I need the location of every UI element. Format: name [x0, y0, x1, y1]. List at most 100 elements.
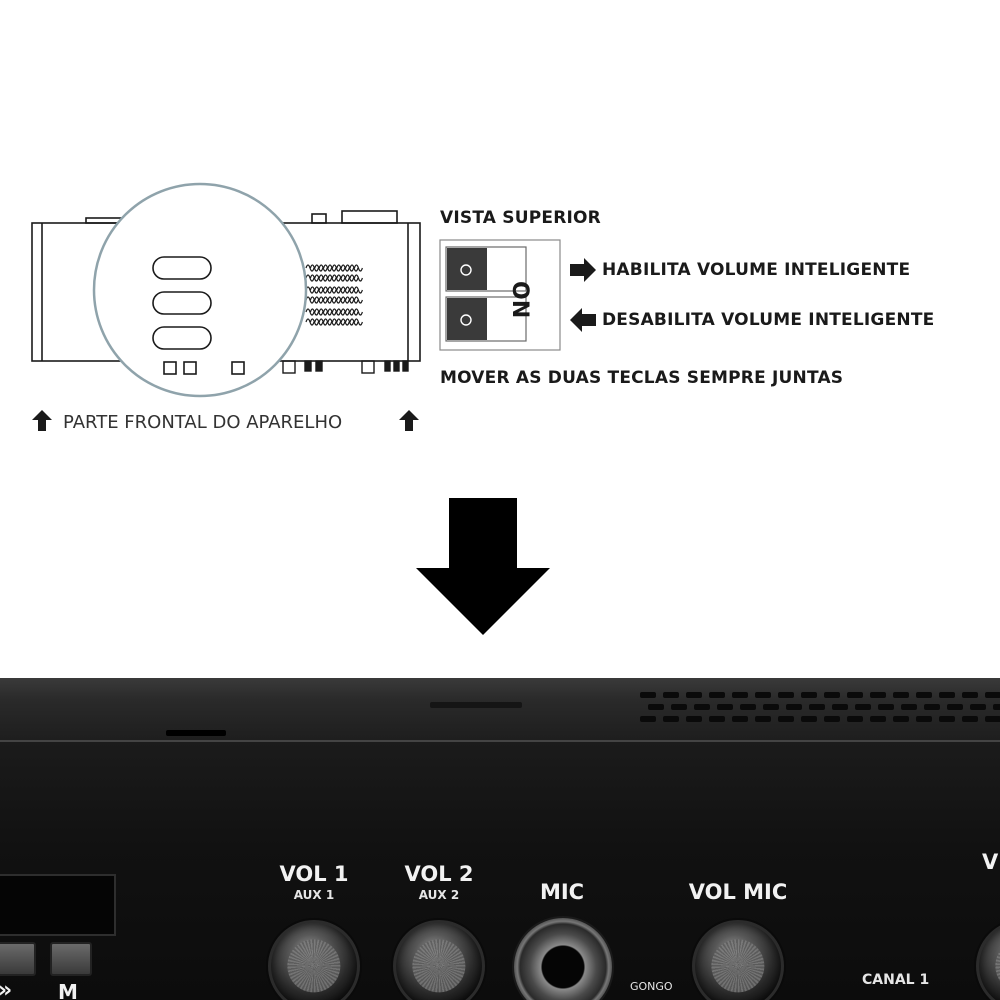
top-vent-slot: [801, 692, 817, 698]
vent-slot: [331, 264, 341, 272]
top-vent-slot: [870, 716, 886, 722]
up-arrow-right-icon: [399, 410, 419, 431]
vent-slot: [336, 264, 346, 272]
vent-slot: [336, 274, 346, 282]
vent-slot: [314, 286, 324, 294]
dip-switch-block: [439, 239, 561, 351]
vent-slot: [327, 274, 337, 282]
partial-knob[interactable]: [976, 920, 1000, 1000]
top-vent-slot: [832, 704, 848, 710]
rear-panel-diagram: [31, 182, 596, 431]
vent-slot: [318, 296, 328, 304]
magnifier-lens: [92, 182, 308, 398]
amplifier-front-panel: » M VOL 1 AUX 1 VOL 2 AUX 2 MIC GONGO VO…: [0, 678, 1000, 1000]
vent-slot: [314, 308, 324, 316]
top-vent-slot: [962, 716, 978, 722]
top-vent-slot: [985, 716, 1000, 722]
vent-slot: [318, 286, 328, 294]
vent-slot: [309, 318, 319, 326]
top-vent-slot: [916, 716, 932, 722]
top-vent-slot: [870, 692, 886, 698]
lcd-display: [0, 874, 116, 936]
instruction-label: MOVER AS DUAS TECLAS SEMPRE JUNTAS: [440, 368, 844, 388]
top-vent-slot: [924, 704, 940, 710]
top-vent-slot: [847, 692, 863, 698]
vent-slot: [318, 264, 328, 272]
vent-slot: [336, 296, 346, 304]
vol1-label: VOL 1: [279, 862, 349, 886]
vent-slot: [345, 318, 355, 326]
mode-button[interactable]: [50, 942, 92, 976]
vent-slot: [323, 296, 333, 304]
vent-slot: [349, 318, 359, 326]
top-vent-slot: [824, 692, 840, 698]
vent-slot: [340, 296, 350, 304]
vent-slot: [353, 274, 363, 282]
top-vent-slot: [686, 716, 702, 722]
top-seam: [166, 730, 226, 736]
enable-arrow-icon: [570, 258, 596, 282]
vent-slot: [309, 296, 319, 304]
vent-slot: [345, 296, 355, 304]
vent-slot: [349, 308, 359, 316]
top-vent-slot: [947, 704, 963, 710]
vent-slot: [314, 264, 324, 272]
top-vent-slot: [648, 704, 664, 710]
rear-connectors: [282, 360, 409, 374]
top-vent-slot: [993, 704, 1000, 710]
vent-slot: [309, 274, 319, 282]
top-vent-slot: [717, 704, 733, 710]
vent-slot: [349, 274, 359, 282]
vent-slot: [331, 286, 341, 294]
vent-slot: [353, 318, 363, 326]
vent-slot: [345, 308, 355, 316]
partial-vol-label: V: [982, 850, 999, 874]
top-vent-slot: [939, 716, 955, 722]
up-arrow-left-icon: [32, 410, 52, 431]
vent-slot: [331, 318, 341, 326]
top-vent-small: [430, 702, 522, 708]
top-vent-slot: [755, 692, 771, 698]
vent-slot: [336, 286, 346, 294]
top-vent-slot: [778, 692, 794, 698]
vent-slot: [336, 318, 346, 326]
vent-slot: [340, 264, 350, 272]
vent-slot: [323, 308, 333, 316]
top-vent-slot: [740, 704, 756, 710]
vent-slot: [327, 264, 337, 272]
top-vent-slot: [709, 716, 725, 722]
top-vent-slot: [901, 704, 917, 710]
vent-slot: [305, 264, 315, 272]
vent-slot: [318, 318, 328, 326]
vent-slot: [318, 308, 328, 316]
vol1-knob[interactable]: [268, 920, 360, 1000]
vent-slot: [327, 286, 337, 294]
vent-slot: [305, 318, 315, 326]
top-vent-slot: [970, 704, 986, 710]
vent-slot: [353, 264, 363, 272]
top-vent-slot: [671, 704, 687, 710]
vent-slot: [309, 308, 319, 316]
fast-forward-button[interactable]: [0, 942, 36, 976]
top-vent-slot: [694, 704, 710, 710]
vol2-knob[interactable]: [393, 920, 485, 1000]
top-vent-slot: [801, 716, 817, 722]
vol2-label: VOL 2: [404, 862, 474, 886]
mode-button-label: M: [58, 980, 78, 1000]
device-top-cover: [0, 678, 1000, 740]
vent-slot: [331, 308, 341, 316]
vent-slot: [349, 296, 359, 304]
vent-slot: [340, 274, 350, 282]
vent-slot: [353, 296, 363, 304]
top-vent-slot: [809, 704, 825, 710]
vol1-sublabel: AUX 1: [293, 888, 335, 902]
top-vent-slot: [893, 716, 909, 722]
fast-forward-icon: »: [0, 978, 12, 1000]
volmic-knob[interactable]: [692, 920, 784, 1000]
vent-slot: [331, 296, 341, 304]
mic-jack[interactable]: [512, 916, 614, 1000]
top-vent-slot: [962, 692, 978, 698]
disable-label: DESABILITA VOLUME INTELIGENTE: [602, 310, 935, 330]
vent-slot: [318, 274, 328, 282]
top-vent-slot: [939, 692, 955, 698]
